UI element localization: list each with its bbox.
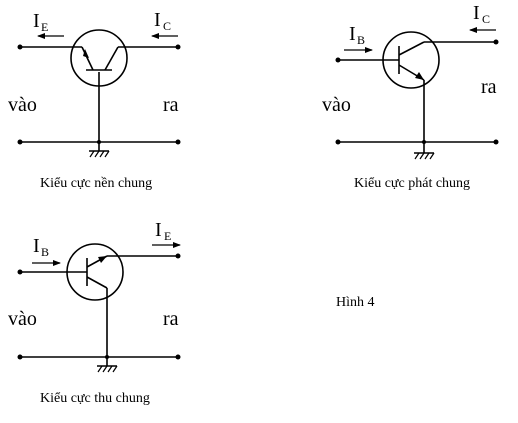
common-base-terminal bbox=[175, 139, 181, 145]
common-emitter-ic-letter: I bbox=[473, 2, 480, 24]
common-collector-terminal bbox=[17, 269, 23, 275]
common-base-junction bbox=[97, 140, 101, 144]
common-emitter-ib-letter: I bbox=[349, 23, 356, 45]
common-collector-ib-sub: B bbox=[41, 245, 49, 259]
common-base-emitter-arrowhead bbox=[83, 49, 89, 58]
common-collector-ie-sub: E bbox=[164, 229, 171, 243]
common-emitter-circuit: I B I C vào ra Kiểu cực phát chung bbox=[322, 2, 499, 191]
common-base-ic-sub: C bbox=[163, 19, 171, 33]
common-collector-circuit: I B I E vào ra Kiểu cực thu chung bbox=[8, 219, 181, 406]
common-collector-ie-letter: I bbox=[155, 219, 162, 241]
common-collector-ib-letter: I bbox=[33, 235, 40, 257]
common-base-circuit: I E I C vào ra Kiểu cực n bbox=[8, 9, 181, 191]
common-collector-collector-leg bbox=[86, 276, 108, 289]
common-base-terminal bbox=[175, 44, 181, 50]
common-emitter-ground-icon bbox=[414, 152, 435, 160]
common-base-ic-letter: I bbox=[154, 9, 161, 31]
common-emitter-emitter-arrowhead bbox=[415, 72, 424, 80]
common-collector-terminal bbox=[17, 354, 23, 360]
common-emitter-terminal bbox=[335, 57, 341, 63]
common-emitter-ic-sub: C bbox=[482, 12, 490, 26]
common-base-terminal bbox=[17, 139, 23, 145]
common-base-ie-sub: E bbox=[41, 20, 48, 34]
common-emitter-collector-leg bbox=[398, 41, 425, 56]
common-collector-terminal bbox=[175, 354, 181, 360]
common-base-emitter-leg bbox=[81, 46, 94, 71]
common-emitter-output-label: ra bbox=[481, 76, 497, 98]
common-emitter-terminal bbox=[493, 39, 499, 45]
common-collector-output-label: ra bbox=[163, 308, 179, 330]
common-collector-terminal bbox=[175, 253, 181, 259]
common-collector-junction bbox=[105, 355, 109, 359]
common-base-collector-leg bbox=[104, 46, 119, 71]
common-emitter-terminal bbox=[335, 139, 341, 145]
common-base-terminal bbox=[17, 44, 23, 50]
common-emitter-terminal bbox=[493, 139, 499, 145]
common-collector-transistor-circle bbox=[66, 243, 124, 301]
common-emitter-caption: Kiểu cực phát chung bbox=[354, 176, 470, 191]
common-base-ground-icon bbox=[89, 150, 110, 158]
common-collector-input-label: vào bbox=[8, 308, 37, 330]
common-emitter-transistor-circle bbox=[382, 31, 440, 89]
common-base-output-label: ra bbox=[163, 94, 179, 116]
common-base-transistor-circle bbox=[70, 29, 128, 87]
common-collector-caption: Kiểu cực thu chung bbox=[40, 391, 150, 406]
common-base-ie-letter: I bbox=[33, 10, 40, 32]
common-base-caption: Kiểu cực nền chung bbox=[40, 176, 152, 191]
common-base-input-label: vào bbox=[8, 94, 37, 116]
common-emitter-ib-sub: B bbox=[357, 33, 365, 47]
common-collector-ground-icon bbox=[97, 365, 118, 373]
figure-label: Hình 4 bbox=[336, 295, 375, 310]
common-emitter-junction bbox=[422, 140, 426, 144]
common-collector-emitter-arrowhead bbox=[98, 256, 107, 263]
common-emitter-input-label: vào bbox=[322, 94, 351, 116]
